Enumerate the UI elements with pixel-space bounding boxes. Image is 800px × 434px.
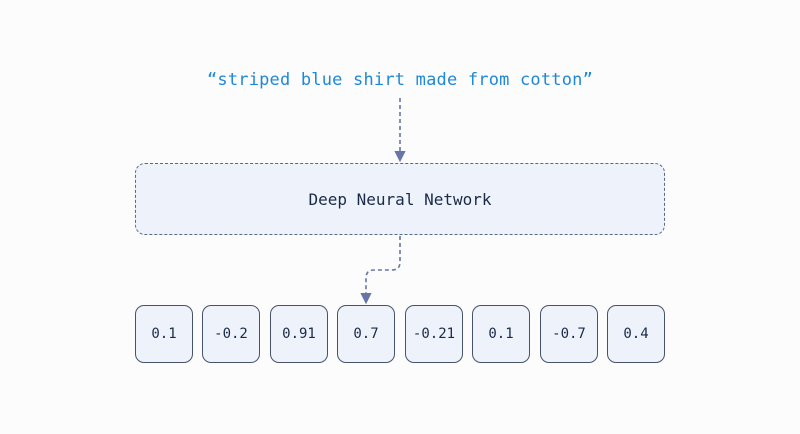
network-label: Deep Neural Network	[308, 189, 492, 209]
vector-cell: 0.7	[337, 305, 395, 363]
network-to-vector-arrow	[360, 236, 401, 305]
vector-cell: -0.7	[540, 305, 598, 363]
input-query-text: “striped blue shirt made from cotton”	[206, 70, 594, 90]
deep-neural-network-box: Deep Neural Network	[135, 163, 665, 235]
vector-cell: 0.4	[607, 305, 665, 363]
vector-cell: 0.1	[472, 305, 530, 363]
vector-cell: -0.21	[405, 305, 463, 363]
embedding-vector: 0.1 -0.2 0.91 0.7 -0.21 0.1 -0.7 0.4	[135, 305, 665, 363]
vector-cell: 0.91	[270, 305, 328, 363]
vector-cell: 0.1	[135, 305, 193, 363]
vector-cell: -0.2	[202, 305, 260, 363]
